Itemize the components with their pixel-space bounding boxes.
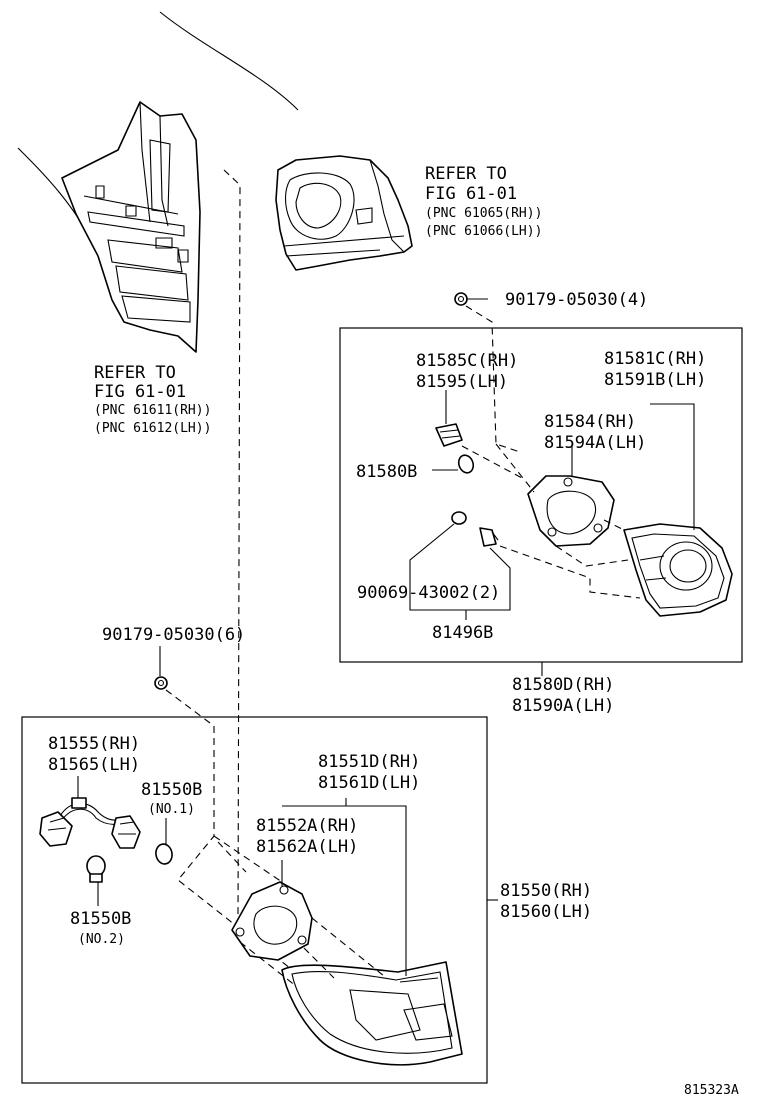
bulb-no2-icon — [86, 855, 106, 883]
refer-left-line2: FIG 61-01 — [94, 382, 186, 402]
label-81562a: 81562A(LH) — [256, 837, 358, 857]
refer-upper-line3: (PNC 61065(RH)) — [425, 206, 542, 221]
refer-upper-line1: REFER TO — [425, 164, 507, 184]
label-screw-lower: 90179-05030(6) — [102, 625, 245, 645]
quarter-panel-drawing — [17, 11, 299, 353]
label-81580b: 81580B — [356, 462, 417, 482]
upper-screw-icon — [454, 292, 468, 306]
refer-upper-line4: (PNC 61066(LH)) — [425, 224, 542, 239]
label-81551d: 81551D(RH) — [318, 752, 420, 772]
label-no2: (NO.2) — [78, 932, 125, 947]
gasket-81552a-drawing — [231, 881, 313, 961]
lamp-socket-icon — [435, 423, 463, 447]
upper-bracket-drawing — [275, 155, 413, 271]
label-screw-upper: 90179-05030(4) — [505, 290, 648, 310]
inner-lamp-assembly-frame — [339, 327, 743, 663]
label-90069: 90069-43002(2) — [357, 583, 500, 603]
label-81552a: 81552A(RH) — [256, 816, 358, 836]
label-81585c: 81585C(RH) — [416, 351, 518, 371]
label-81590a: 81590A(LH) — [512, 696, 614, 716]
alignment-line — [223, 169, 241, 921]
labels: REFER TO FIG 61-01 (PNC 61065(RH)) (PNC … — [48, 164, 739, 1098]
label-81550: 81550(RH) — [500, 881, 592, 901]
outer-lens-81551d-drawing — [281, 961, 463, 1066]
label-no1: (NO.1) — [148, 802, 195, 817]
label-81595: 81595(LH) — [416, 372, 508, 392]
label-81580d: 81580D(RH) — [512, 675, 614, 695]
label-81496b: 81496B — [432, 623, 493, 643]
lower-screw-icon — [154, 676, 168, 690]
bulb-81580b-icon — [457, 454, 475, 474]
wire-harness-socket-drawing — [39, 797, 141, 849]
refer-left-line1: REFER TO — [94, 363, 176, 383]
figure-id: 815323A — [684, 1083, 739, 1098]
refer-left-line3: (PNC 61611(RH)) — [94, 403, 211, 418]
inner-lens-81581c-drawing — [623, 523, 733, 617]
label-81594a: 81594A(LH) — [544, 433, 646, 453]
bulb-no1-icon — [155, 843, 173, 865]
label-81561d: 81561D(LH) — [318, 773, 420, 793]
label-81565: 81565(LH) — [48, 755, 140, 775]
gasket-81584-drawing — [527, 475, 615, 547]
label-81560: 81560(LH) — [500, 902, 592, 922]
clip-81496b-icon — [479, 527, 499, 547]
label-81591b: 81591B(LH) — [604, 370, 706, 390]
label-81550b-no2: 81550B — [70, 909, 131, 929]
label-81584: 81584(RH) — [544, 412, 636, 432]
label-81581c: 81581C(RH) — [604, 349, 706, 369]
label-81550b-no1: 81550B — [141, 780, 202, 800]
refer-upper-line2: FIG 61-01 — [425, 184, 517, 204]
refer-left-line4: (PNC 61612(LH)) — [94, 421, 211, 436]
washer-90069-icon — [451, 511, 467, 525]
label-81555: 81555(RH) — [48, 734, 140, 754]
